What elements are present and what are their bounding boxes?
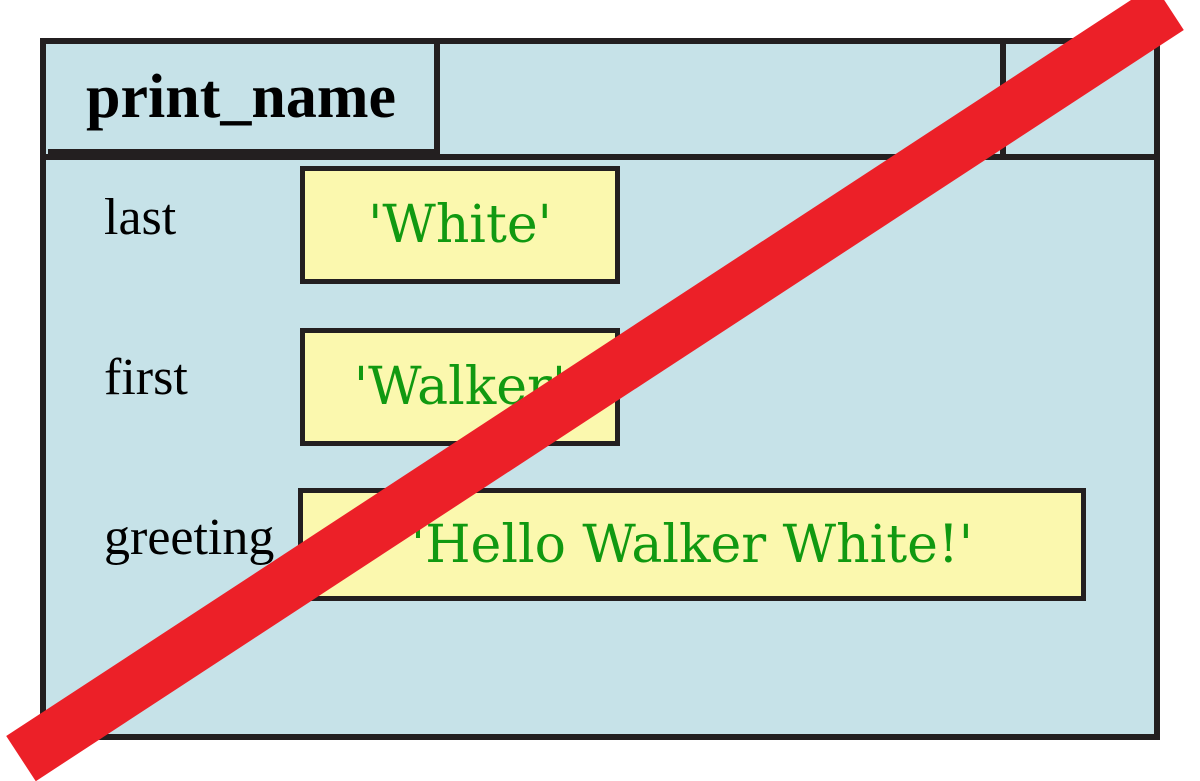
variable-rows: last 'White' first 'Walker' greeting 'He… bbox=[46, 160, 1154, 740]
variable-name-greeting: greeting bbox=[104, 509, 275, 566]
function-name-label: print_name bbox=[86, 62, 396, 131]
variable-value-box-last: 'White' bbox=[300, 166, 620, 284]
variable-value-text-greeting: 'Hello Walker White!' bbox=[410, 514, 974, 575]
variable-value-text-first: 'Walker' bbox=[353, 357, 567, 417]
variable-value-box-greeting: 'Hello Walker White!' bbox=[298, 488, 1086, 601]
variable-value-text-last: 'White' bbox=[368, 195, 552, 255]
variable-value-box-first: 'Walker' bbox=[300, 328, 620, 446]
header-cell-divider bbox=[1000, 38, 1006, 160]
variable-name-last: last bbox=[104, 189, 177, 246]
function-name-cell: print_name bbox=[48, 44, 440, 155]
variable-name-first: first bbox=[104, 349, 188, 406]
call-frame-header: print_name bbox=[46, 38, 1154, 160]
call-frame-box: print_name last 'White' first 'Walker' g… bbox=[40, 38, 1160, 740]
